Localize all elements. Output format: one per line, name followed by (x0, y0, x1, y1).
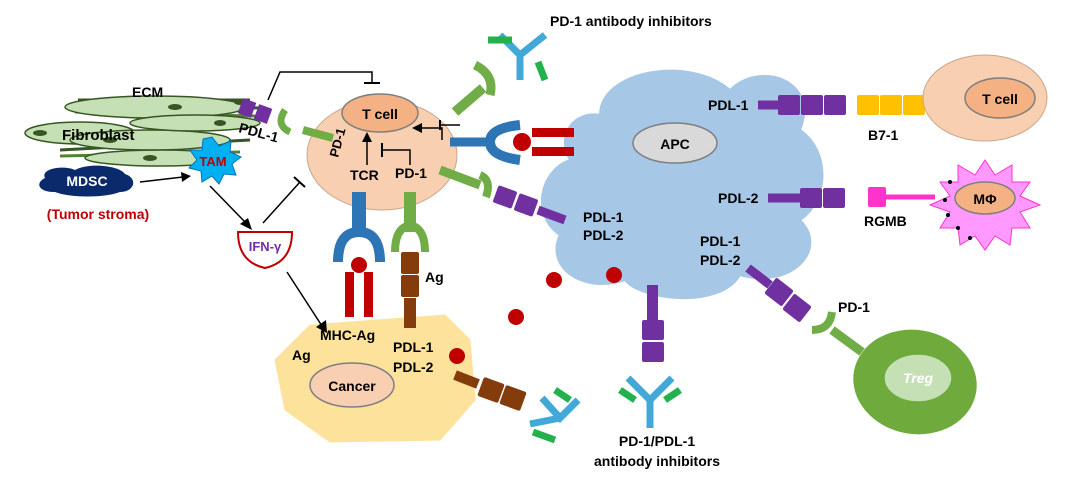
pd1-pdl1-inhib-label-1: PD-1/PDL-1 (619, 433, 695, 449)
apc-pdl1-mid-label: PDL-1 (583, 209, 624, 225)
tcell-apc-pdl-complex: PDL-1 PDL-2 (438, 165, 624, 243)
ag-label: Ag (425, 269, 444, 285)
pd1-center-label: PD-1 (395, 165, 427, 181)
cancer-label: Cancer (328, 378, 376, 394)
ecm-label: ECM (132, 84, 163, 100)
apc-pdl1-top-label: PDL-1 (708, 97, 749, 113)
ifn-gamma: IFN-γ (236, 231, 294, 270)
stroma-pdl1: PDL-1 (237, 98, 335, 145)
mdsc-label: MDSC (66, 173, 107, 189)
tcell-label: T cell (362, 106, 398, 122)
cancer-pdl2-label: PDL-2 (393, 359, 434, 375)
apc-b7-complex (450, 120, 574, 165)
mdsc-blob: MDSC (39, 165, 134, 197)
pd1-pdl1-inhib-label-2: antibody inhibitors (594, 453, 720, 469)
pd1-antibody-top: PD-1 antibody inhibitors (451, 13, 712, 116)
apc-pdl2-low-label: PDL-2 (700, 252, 741, 268)
apc-tcell-right-complex: PDL-1 B7-1 T cell (708, 54, 1048, 143)
ag-dot (508, 309, 524, 325)
macrophage-label: MΦ (973, 191, 997, 207)
cancer-antibody-complex (449, 348, 581, 444)
cancer-pdl1-label: PDL-1 (393, 339, 434, 355)
rgmb-label: RGMB (864, 213, 907, 229)
pd1-inhibitors-label: PD-1 antibody inhibitors (550, 13, 712, 29)
cancer-ag-label: Ag (292, 347, 311, 363)
tumor-stroma-label: (Tumor stroma) (47, 206, 149, 222)
ag-dot (546, 272, 562, 288)
apc-bottom-antibody-complex: PD-1/PDL-1 antibody inhibitors (594, 285, 720, 469)
tcell-nucleus (341, 93, 419, 133)
apc-pdl1-low-label: PDL-1 (700, 233, 741, 249)
cancer-cell: Cancer Ag (274, 314, 476, 443)
apc-pdl2-mid-label: PDL-2 (583, 227, 624, 243)
tcr-label: TCR (350, 167, 379, 183)
tcr-mhc-complex: MHC-Ag (320, 192, 385, 343)
pd1-pdl-complex: Ag PDL-1 PDL-2 (391, 192, 444, 375)
pd1-treg-label: PD-1 (838, 299, 870, 315)
b71-label: B7-1 (868, 127, 899, 143)
apc-label: APC (660, 136, 690, 152)
apc-nucleus (632, 122, 718, 164)
cancer-nucleus (309, 362, 395, 408)
treg-label: Treg (903, 370, 934, 386)
apc-treg-complex: PDL-1 PDL-2 PD-1 Treg (700, 233, 977, 435)
apc-pdl2-right-label: PDL-2 (718, 190, 759, 206)
ag-dot (606, 267, 622, 283)
tcell-right-label: T cell (982, 91, 1018, 107)
tam-label: TAM (199, 154, 226, 169)
tam-star: TAM (188, 136, 242, 185)
tcell-center: T cell TCR PD-1 PD-1 (306, 93, 460, 211)
apc-macrophage-complex: PDL-2 RGMB MΦ (718, 159, 1042, 251)
ifn-label: IFN-γ (249, 239, 282, 254)
tumor-stroma: ECM Fibroblast (24, 84, 261, 167)
fibroblast-label: Fibroblast (62, 127, 135, 144)
mhc-ag-label: MHC-Ag (320, 327, 375, 343)
